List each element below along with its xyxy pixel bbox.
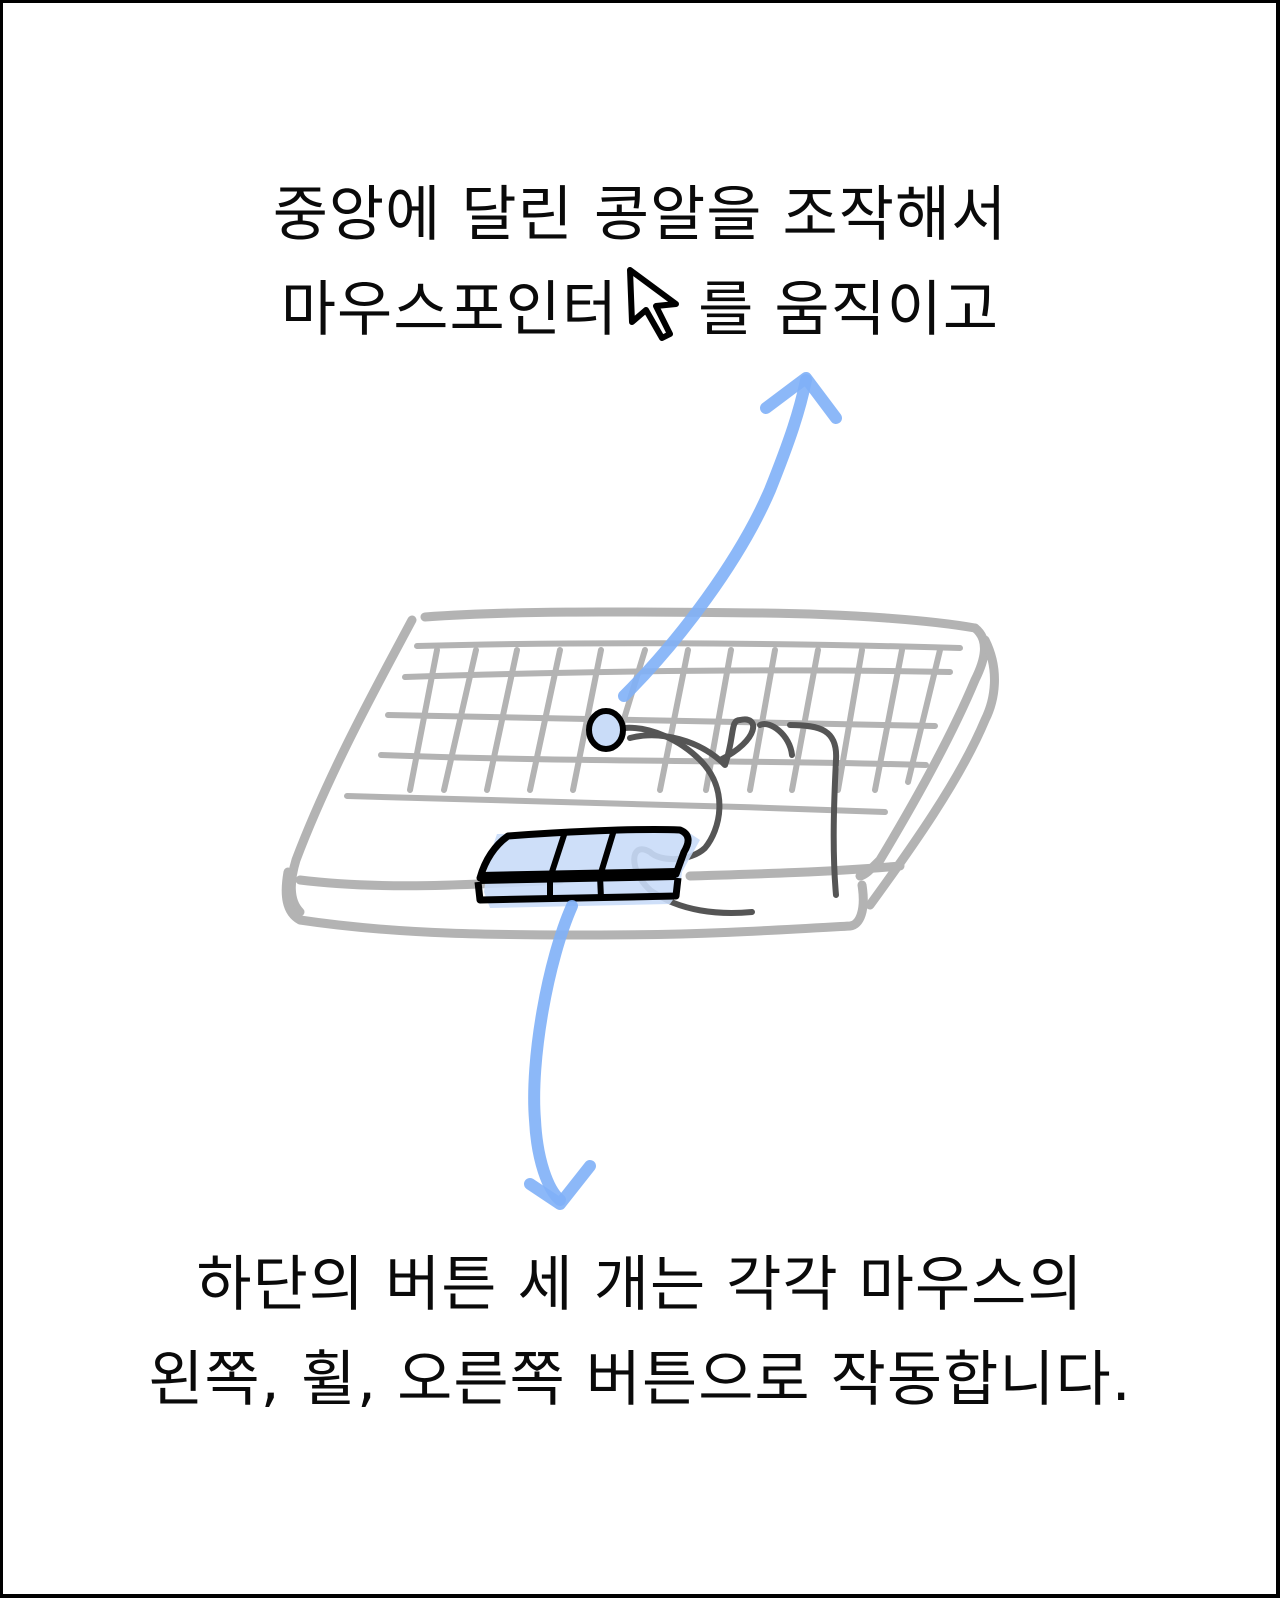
left-button-divider	[547, 831, 568, 900]
caption-bottom: 하단의 버튼 세 개는 각각 마우스의 왼쪽, 휠, 오른쪽 버튼으로 작동합니…	[0, 1238, 1280, 1428]
caption-bottom-line-1: 하단의 버튼 세 개는 각각 마우스의	[196, 1250, 1084, 1320]
caption-top-line-1: 중앙에 달린 콩알을 조작해서	[272, 180, 1008, 250]
caption-top-line-2-before: 마우스포인터	[280, 275, 619, 345]
mouse-button-module	[474, 825, 700, 908]
keyboard-body	[281, 607, 999, 940]
mouse-pointer-icon	[627, 267, 680, 341]
caption-top-line-2: 마우스포인터 를 움직이고	[0, 263, 1280, 358]
caption-bottom-line-2: 왼쪽, 휠, 오른쪽 버튼으로 작동합니다.	[148, 1345, 1132, 1415]
arrow-up-to-pointer	[618, 372, 842, 702]
trackball	[586, 708, 626, 752]
caption-top: 중앙에 달린 콩알을 조작해서 마우스포인터 를 움직이고	[0, 168, 1280, 358]
arrow-down-to-caption	[524, 900, 596, 1210]
caption-top-line-2-after: 를 움직이고	[698, 275, 1000, 345]
right-button-divider	[596, 829, 617, 899]
